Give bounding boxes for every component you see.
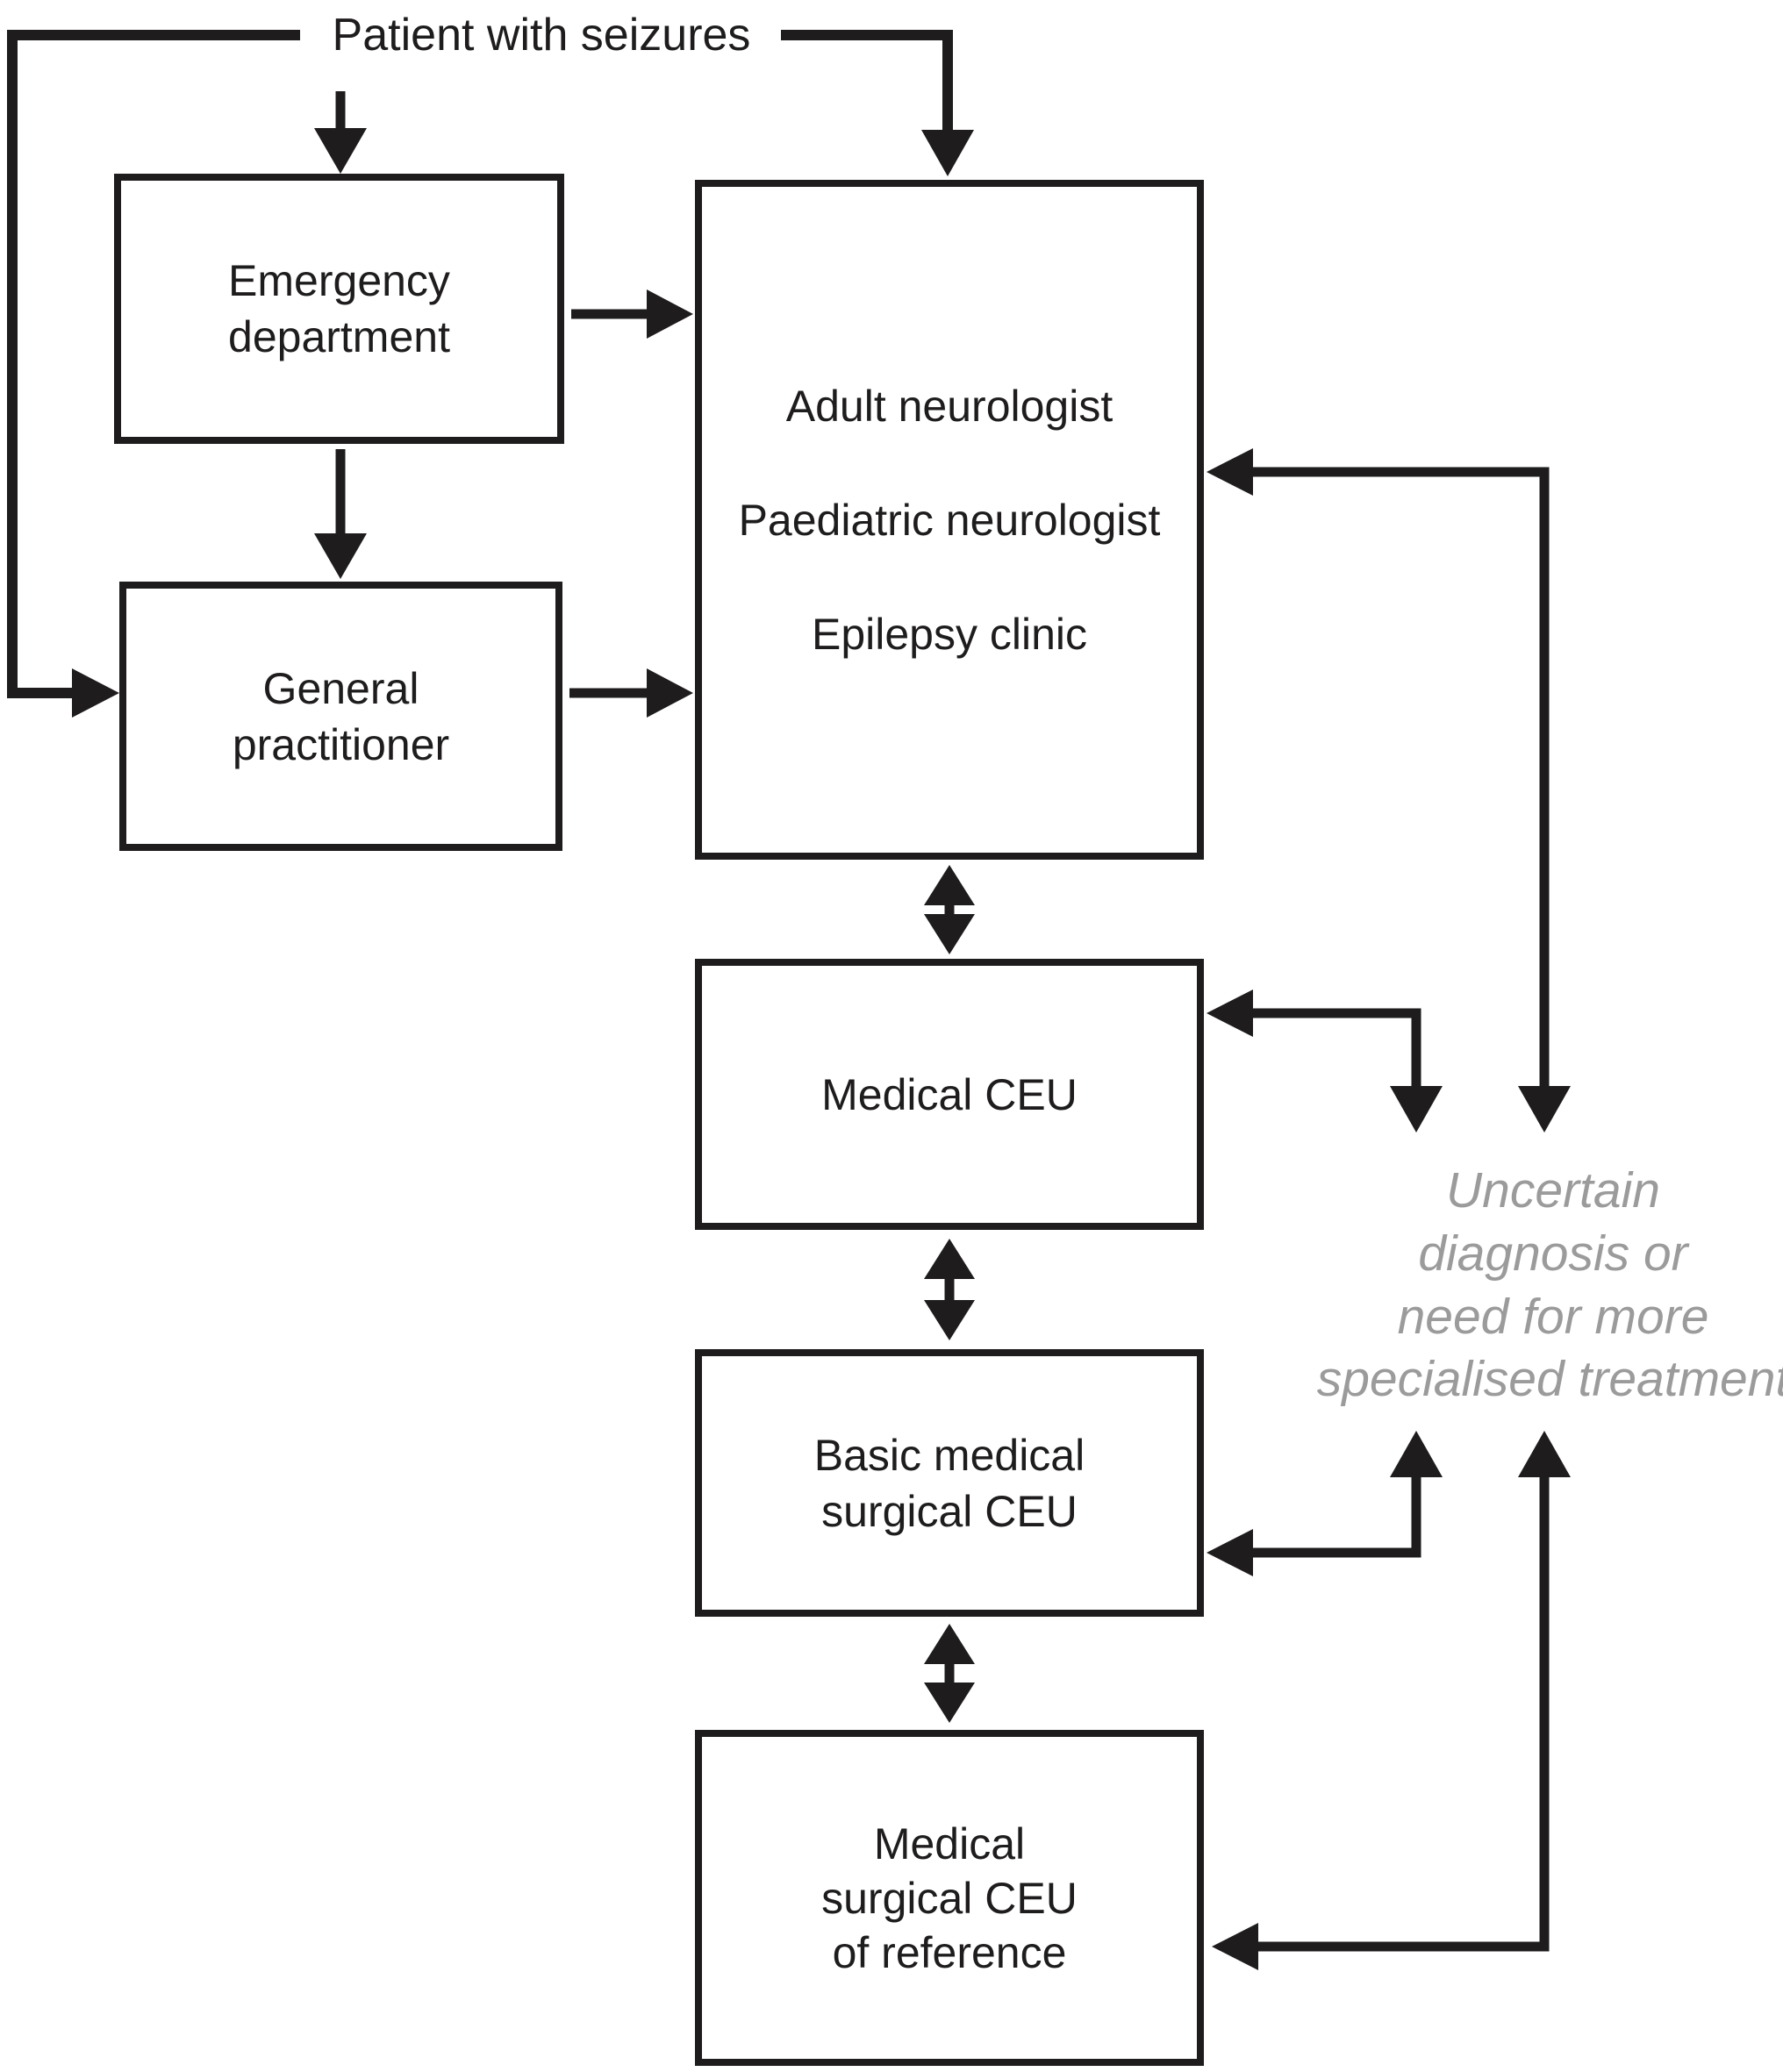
emergency-department-label-line2: department xyxy=(228,312,450,361)
adult-neurologist-label: Adult neurologist xyxy=(785,381,1113,431)
uncertain-note-line1: Uncertain xyxy=(1446,1162,1660,1218)
epilepsy-clinic-label: Epilepsy clinic xyxy=(811,609,1087,659)
medical-ceu-box: Medical CEU xyxy=(695,959,1204,1230)
arrowhead-down-icon xyxy=(921,130,974,176)
arrowhead-left-icon xyxy=(1212,1923,1258,1970)
uncertain-note-line4: specialised treatment xyxy=(1316,1351,1783,1408)
general-practitioner-label-line2: practitioner xyxy=(232,719,450,769)
reference-ceu-label-line3: of reference xyxy=(832,1927,1067,1977)
arrowhead-down-icon xyxy=(1390,1086,1443,1132)
arrowhead-right-icon xyxy=(647,668,693,718)
basic-medical-surgical-ceu-box: Basic medical surgical CEU xyxy=(695,1349,1204,1617)
medical-ceu-label: Medical CEU xyxy=(821,1069,1078,1119)
reference-ceu-label-line1: Medical xyxy=(873,1818,1026,1868)
arrow-patient-to-emergency xyxy=(314,91,367,174)
arrowhead-right-icon xyxy=(647,289,693,339)
arrowhead-left-icon xyxy=(1207,1529,1253,1576)
arrowhead-up-icon xyxy=(924,1624,975,1664)
neurologist-box: Adult neurologist Paediatric neurologist… xyxy=(695,180,1204,860)
uncertain-note-line2: diagnosis or xyxy=(1418,1225,1688,1282)
arrow-neurologist-uncertain-elbow xyxy=(1207,448,1571,1132)
arrow-medical-ceu-basic-ceu-bidirectional xyxy=(924,1239,975,1340)
general-practitioner-box: General practitioner xyxy=(119,582,562,851)
arrow-patient-to-neurologist xyxy=(781,30,974,176)
arrowhead-up-icon xyxy=(1390,1431,1443,1477)
arrowhead-up-icon xyxy=(1518,1431,1571,1477)
arrowhead-down-icon xyxy=(314,533,367,579)
reference-ceu-label-line2: surgical CEU xyxy=(821,1873,1078,1923)
arrow-medical-ceu-uncertain-elbow xyxy=(1207,990,1443,1132)
emergency-department-label-line1: Emergency xyxy=(228,256,450,305)
arrowhead-left-icon xyxy=(1207,990,1253,1037)
general-practitioner-label-line1: General xyxy=(262,663,419,713)
arrowhead-down-icon xyxy=(924,1300,975,1340)
paediatric-neurologist-label: Paediatric neurologist xyxy=(738,495,1161,545)
arrowhead-up-icon xyxy=(924,865,975,905)
arrowhead-down-icon xyxy=(314,128,367,174)
arrowhead-down-icon xyxy=(924,914,975,954)
arrow-neurologist-medical-ceu-bidirectional xyxy=(924,865,975,954)
arrow-gp-to-neurologist xyxy=(569,668,693,718)
basic-ceu-label-line1: Basic medical xyxy=(813,1430,1085,1480)
arrowhead-up-icon xyxy=(924,1239,975,1279)
uncertain-diagnosis-note: Uncertain diagnosis or need for more spe… xyxy=(1299,1160,1783,1411)
arrow-reference-ceu-uncertain-elbow xyxy=(1212,1431,1571,1970)
patient-with-seizures-label: Patient with seizures xyxy=(332,10,751,61)
arrowhead-down-icon xyxy=(924,1683,975,1723)
arrow-patient-to-gp-loop xyxy=(7,30,300,718)
arrowhead-down-icon xyxy=(1518,1086,1571,1132)
medical-surgical-ceu-of-reference-box: Medical surgical CEU of reference xyxy=(695,1730,1204,2066)
basic-ceu-label-line2: surgical CEU xyxy=(821,1486,1078,1536)
arrow-basic-ceu-uncertain-elbow xyxy=(1207,1431,1443,1576)
arrow-emergency-to-gp xyxy=(314,449,367,579)
arrowhead-right-icon xyxy=(72,668,119,718)
emergency-department-box: Emergency department xyxy=(114,174,564,444)
arrowhead-left-icon xyxy=(1207,448,1253,496)
arrow-emergency-to-neurologist xyxy=(571,289,693,339)
uncertain-note-line3: need for more xyxy=(1397,1288,1709,1345)
arrow-basic-ceu-reference-ceu-bidirectional xyxy=(924,1624,975,1723)
